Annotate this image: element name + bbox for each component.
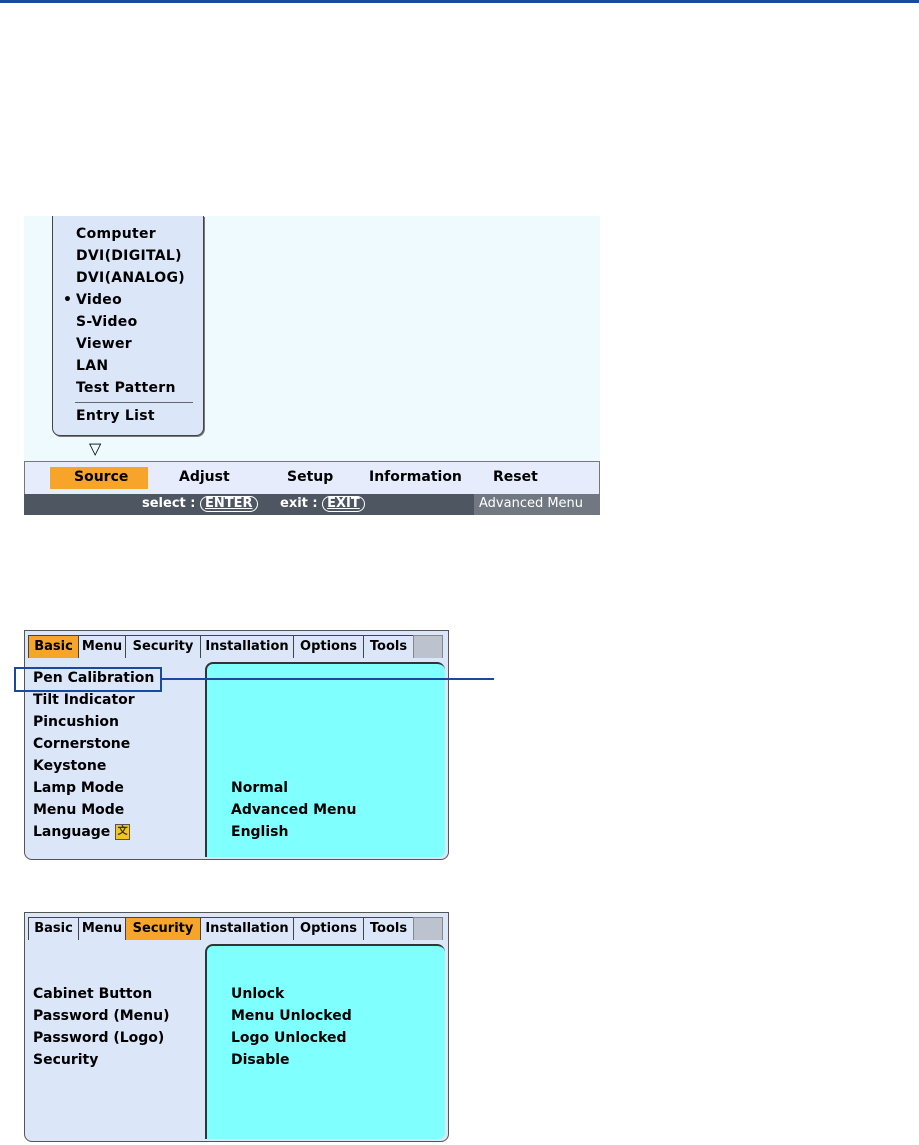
menubar-adjust[interactable]: Adjust — [179, 469, 230, 485]
select-label: select : — [142, 496, 196, 511]
scroll-down-triangle-icon: ▽ — [89, 439, 102, 458]
item-menu-mode[interactable]: Menu Mode — [33, 802, 125, 818]
value-pane: Normal Advanced Menu English — [205, 662, 445, 857]
tab-filler — [413, 635, 443, 658]
security-tab-dialog: Basic Menu Security Installation Options… — [24, 912, 449, 1142]
popup-item-entry-list[interactable]: Entry List — [76, 408, 155, 424]
selected-bullet: • — [63, 292, 72, 308]
tab-options[interactable]: Options — [293, 635, 364, 658]
popup-item-video[interactable]: Video — [76, 292, 123, 308]
value-menu-mode: Advanced Menu — [231, 802, 357, 818]
callout-leader-line — [160, 678, 494, 680]
popup-item-dvi-digital[interactable]: DVI(DIGITAL) — [76, 248, 182, 264]
menu-mode-badge: Advanced Menu — [474, 494, 600, 515]
popup-item-test-pattern[interactable]: Test Pattern — [76, 380, 176, 396]
value-lamp-mode: Normal — [231, 780, 289, 796]
item-pincushion[interactable]: Pincushion — [33, 714, 119, 730]
tab-basic[interactable]: Basic — [28, 635, 79, 658]
tab-tools[interactable]: Tools — [363, 917, 414, 940]
menu-mode-label: Advanced Menu — [479, 496, 584, 511]
enter-key-icon: ENTER — [200, 496, 258, 512]
tab-security[interactable]: Security — [125, 917, 201, 940]
value-password-logo: Logo Unlocked — [231, 1030, 347, 1046]
main-menubar: Source Adjust Setup Information Reset — [24, 461, 600, 495]
value-security: Disable — [231, 1052, 290, 1068]
value-language: English — [231, 824, 289, 840]
item-security[interactable]: Security — [33, 1052, 99, 1068]
status-bar: select : ENTER exit : EXIT Advanced Menu — [24, 494, 600, 515]
tab-options[interactable]: Options — [293, 917, 364, 940]
menubar-information[interactable]: Information — [369, 469, 462, 485]
item-tilt-indicator[interactable]: Tilt Indicator — [33, 692, 135, 708]
item-cornerstone[interactable]: Cornerstone — [33, 736, 131, 752]
popup-item-s-video[interactable]: S-Video — [76, 314, 138, 330]
source-popup: Computer DVI(DIGITAL) DVI(ANALOG) • Vide… — [52, 216, 204, 436]
popup-separator — [75, 402, 193, 403]
status-exit: exit : EXIT — [280, 496, 365, 512]
exit-key-icon: EXIT — [322, 496, 365, 512]
item-keystone[interactable]: Keystone — [33, 758, 107, 774]
menubar-reset[interactable]: Reset — [493, 469, 538, 485]
menubar-active-highlight — [50, 467, 148, 489]
item-language[interactable]: Language 文 — [33, 824, 131, 840]
popup-item-computer[interactable]: Computer — [76, 226, 156, 242]
item-password-logo[interactable]: Password (Logo) — [33, 1030, 165, 1046]
item-lamp-mode[interactable]: Lamp Mode — [33, 780, 124, 796]
language-icon: 文 — [115, 824, 131, 840]
exit-label: exit : — [280, 496, 318, 511]
menubar-source[interactable]: Source — [74, 469, 129, 485]
tab-basic[interactable]: Basic — [28, 917, 79, 940]
popup-item-lan[interactable]: LAN — [76, 358, 109, 374]
tab-tools[interactable]: Tools — [363, 635, 414, 658]
value-pane: Unlock Menu Unlocked Logo Unlocked Disab… — [205, 944, 445, 1139]
popup-item-dvi-analog[interactable]: DVI(ANALOG) — [76, 270, 185, 286]
top-rule — [0, 0, 919, 3]
item-password-menu[interactable]: Password (Menu) — [33, 1008, 170, 1024]
value-cabinet-button: Unlock — [231, 986, 285, 1002]
popup-item-viewer[interactable]: Viewer — [76, 336, 133, 352]
tab-filler — [413, 917, 443, 940]
item-pen-calibration[interactable]: Pen Calibration — [33, 670, 155, 686]
tab-menu[interactable]: Menu — [78, 917, 126, 940]
callout-highlight-box — [14, 667, 162, 692]
basic-tab-dialog: Basic Menu Security Installation Options… — [24, 630, 449, 860]
status-select: select : ENTER — [142, 496, 258, 512]
tab-installation[interactable]: Installation — [200, 635, 294, 658]
tab-security[interactable]: Security — [125, 635, 201, 658]
item-language-label: Language — [33, 824, 111, 840]
tab-installation[interactable]: Installation — [200, 917, 294, 940]
item-cabinet-button[interactable]: Cabinet Button — [33, 986, 153, 1002]
tab-menu[interactable]: Menu — [78, 635, 126, 658]
menubar-setup[interactable]: Setup — [287, 469, 334, 485]
value-password-menu: Menu Unlocked — [231, 1008, 352, 1024]
